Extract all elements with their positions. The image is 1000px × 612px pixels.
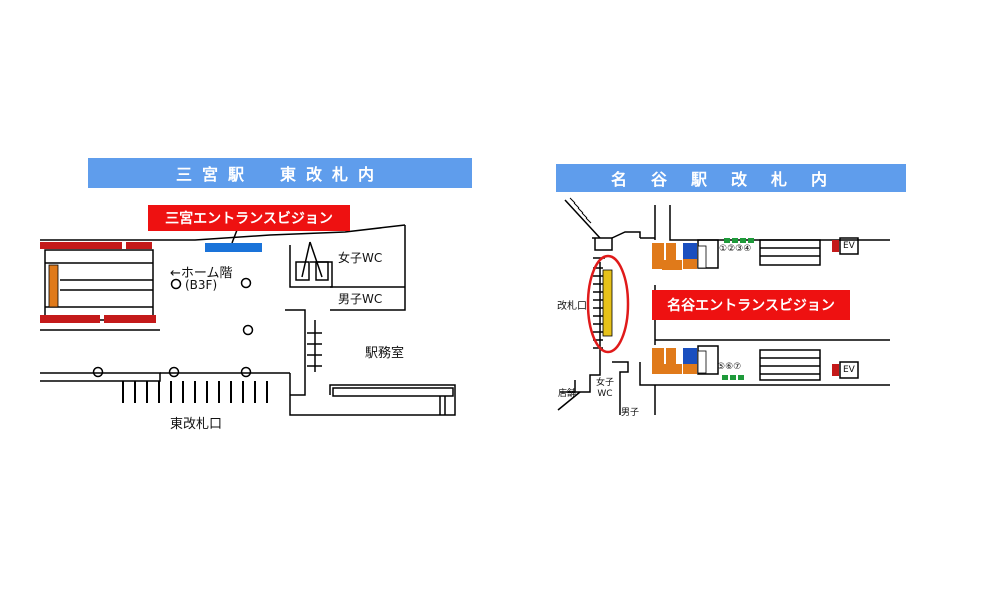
stair-block-left	[44, 249, 154, 321]
right-floor-plan	[557, 197, 890, 415]
left-vision-location	[205, 243, 262, 252]
left-ticket-gates	[122, 381, 268, 403]
home-floor-label: ←ホーム階	[170, 266, 233, 281]
locker-numbers-top: ①②③④	[719, 244, 752, 254]
men-wc-label-left: 男子WC	[338, 292, 383, 306]
b3f-label: (B3F)	[185, 278, 218, 292]
station-office-label: 駅務室	[365, 346, 405, 361]
right-map-banner: 名谷駅改札内	[556, 164, 906, 192]
women-wc-label-left: 女子WC	[338, 251, 383, 265]
men-label-right: 男子	[621, 408, 640, 418]
right-ticket-gates	[593, 267, 603, 349]
right-vision-location	[602, 269, 613, 337]
left-floor-plan	[40, 224, 456, 416]
right-escalator-upper	[652, 243, 707, 270]
left-pillars	[92, 277, 254, 378]
right-vision-label: 名谷エントランスビジョン	[652, 290, 850, 320]
ev-label-bottom: EV	[843, 365, 855, 375]
left-vision-label: 三宮エントランスビジョン	[148, 205, 350, 231]
right-vision-highlight	[586, 254, 630, 354]
shop-label: 店舗	[558, 389, 577, 399]
ev-marker-bottom	[832, 364, 839, 376]
right-escalator-lower	[652, 348, 707, 374]
ticket-gate-label-right: 改札口	[557, 301, 587, 312]
ev-label-top: EV	[843, 241, 855, 251]
east-gate-label: 東改札口	[170, 417, 223, 432]
left-red-benches	[40, 242, 156, 323]
locker-numbers-bottom: ⑤⑥⑦	[717, 362, 742, 372]
left-escalator	[48, 264, 59, 308]
left-map-banner: 三宮駅 東改札内	[88, 158, 472, 188]
women-wc-label-right: 女子 WC	[596, 378, 615, 399]
right-lockers	[722, 238, 754, 380]
ev-marker-top	[832, 240, 839, 252]
